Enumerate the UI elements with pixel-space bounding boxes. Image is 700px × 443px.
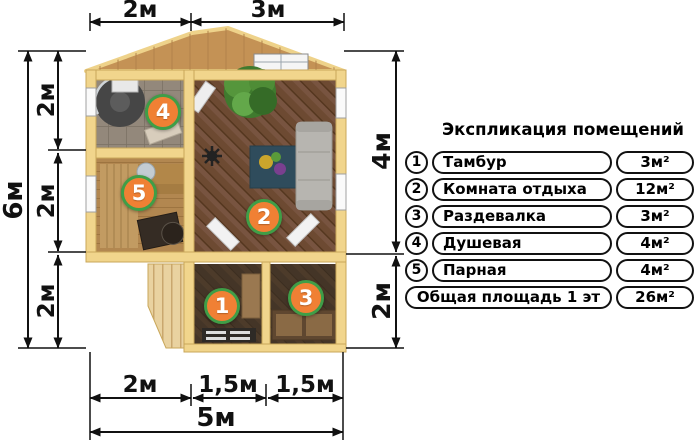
dim-bottom-s3: 1,5м [275,372,335,398]
room-legend: Экспликация помещений 1 Тамбур 3м² 2 Ком… [398,120,700,309]
dim-bottom-s1: 2м [123,372,158,398]
room-badge-lounge: 2 [246,199,282,235]
legend-row-number: 5 [405,259,428,282]
legend-room-name: Тамбур [432,151,612,174]
dim-left-s2: 2м [34,184,60,219]
windows [85,87,347,213]
room-badge-dressing: 3 [288,280,324,316]
sauna-stove [136,211,185,251]
legend-row: 1 Тамбур 3м² [405,151,700,174]
legend-row: 4 Душевая 4м² [405,232,700,255]
legend-title: Экспликация помещений [442,120,684,139]
dim-bottom-total: 5м [196,403,235,433]
legend-room-name: Комната отдыха [432,178,612,201]
dim-top-right: 3м [251,0,286,23]
legend-room-name: Парная [432,259,612,282]
legend-total-label: Общая площадь 1 эт [405,286,612,309]
room-badge-shower: 4 [145,94,181,130]
legend-row-number: 2 [405,178,428,201]
dim-left-s3: 2м [34,284,60,319]
dim-right-s1: 4м [367,132,396,170]
dimension-labels: 2м 3м 6м 2м 2м 2м 4м 2м 2м 1,5м 1,5м 5м [0,0,396,433]
dim-right-s2: 2м [367,282,396,320]
floor-bench-left [206,217,240,251]
legend-room-name: Душевая [432,232,612,255]
cabinet [241,273,261,319]
washer [111,79,139,93]
dim-left-total: 6м [0,180,29,219]
legend-row-number: 1 [405,151,428,174]
room-badge-sauna: 5 [121,175,157,211]
dim-left-s1: 2м [34,83,60,118]
coffee-table [249,145,299,189]
legend-row: 5 Парная 4м² [405,259,700,282]
legend-row: 2 Комната отдыха 12м² [405,178,700,201]
legend-room-area: 3м² [616,151,694,174]
dim-bottom-s2: 1,5м [198,372,258,398]
legend-row: 3 Раздевалка 3м² [405,205,700,228]
doormat [202,328,256,342]
dim-top-left: 2м [123,0,158,23]
sofa [295,121,333,211]
floor-bench-right [286,213,320,247]
walls [85,69,347,353]
legend-row-number: 3 [405,205,428,228]
legend-row-number: 4 [405,232,428,255]
legend-rows: 1 Тамбур 3м² 2 Комната отдыха 12м² 3 Раз… [405,151,700,309]
skylight-window [253,53,309,71]
roof [84,26,346,73]
legend-room-area: 4м² [616,232,694,255]
legend-total-area: 26м² [616,286,694,309]
legend-room-name: Раздевалка [432,205,612,228]
dimension-lines [18,13,404,440]
legend-room-area: 12м² [616,178,694,201]
legend-room-area: 4м² [616,259,694,282]
porch-deck [147,263,185,349]
ceiling-fan [202,146,222,166]
legend-total-row: Общая площадь 1 эт 26м² [405,286,700,309]
legend-room-area: 3м² [616,205,694,228]
room-badge-vestibule: 1 [204,288,240,324]
